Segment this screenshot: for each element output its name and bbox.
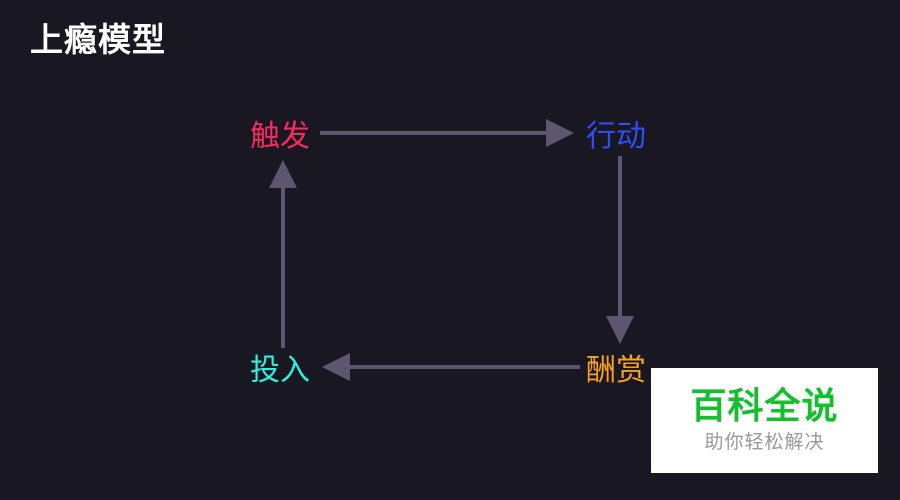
watermark-badge: 百科全说 助你轻松解决 xyxy=(651,368,878,473)
diagram-node-investment[interactable]: 投入 xyxy=(250,354,310,387)
diagram-node-trigger[interactable]: 触发 xyxy=(250,120,310,153)
diagram-node-reward[interactable]: 酬赏 xyxy=(586,354,646,387)
watermark-tagline: 助你轻松解决 xyxy=(704,432,825,453)
watermark-brand-name: 百科全说 xyxy=(690,385,839,426)
diagram-node-action[interactable]: 行动 xyxy=(586,120,646,153)
page-title: 上瘾模型 xyxy=(30,21,166,58)
